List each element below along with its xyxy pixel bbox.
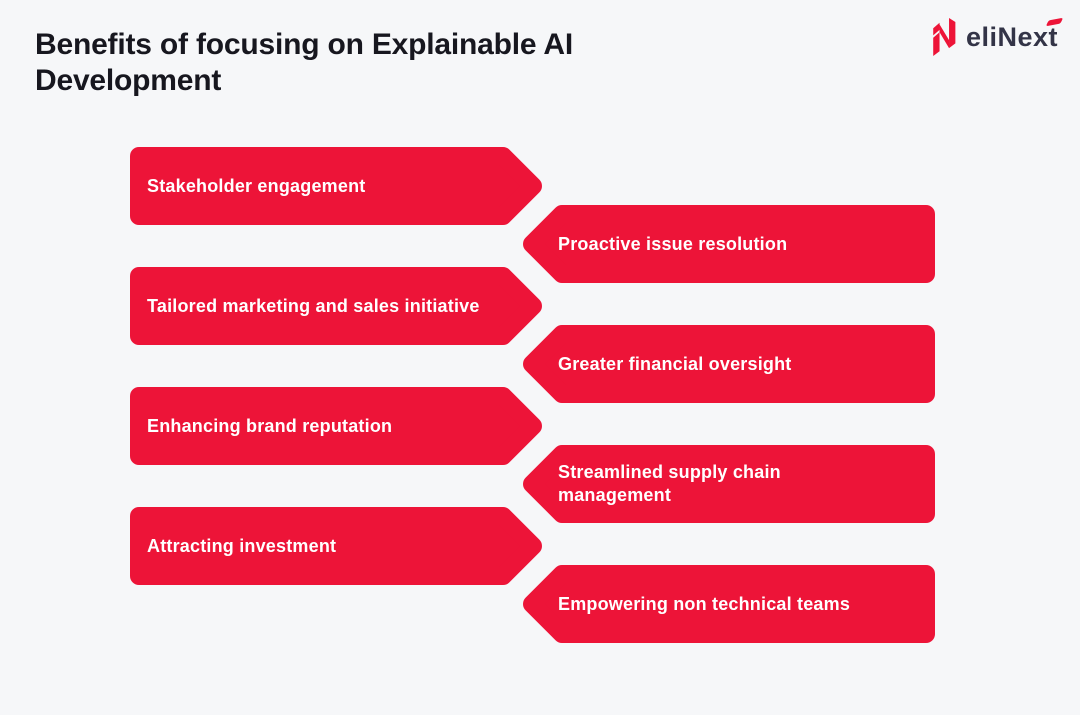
benefit-banner-brand-reputation: Enhancing brand reputation [130,387,542,465]
banner-label: Empowering non technical teams [558,593,851,614]
banner-label: Tailored marketing and sales initiative [147,295,480,316]
benefit-banner-proactive-issue-resolution: Proactive issue resolution [523,205,935,283]
banner-label: Attracting investment [147,535,337,556]
arrow-right-banner-shape [130,507,542,585]
banner-label: Streamlined supply chain management [558,462,781,505]
page-title: Benefits of focusing on Explainable AI D… [35,27,695,99]
benefit-banner-tailored-marketing: Tailored marketing and sales initiative [130,267,542,345]
banner-label: Proactive issue resolution [558,233,788,254]
page-title-line1: Benefits of focusing on Explainable AI [35,28,574,61]
benefit-banner-financial-oversight: Greater financial oversight [523,325,935,403]
benefit-banner-stakeholder-engagement: Stakeholder engagement [130,147,542,225]
elinext-logo-mark-icon [933,18,956,56]
benefit-banner-attracting-investment: Attracting investment [130,507,542,585]
elinext-wordmark-text: eliNext [965,21,1058,52]
banner-label: Stakeholder engagement [147,175,366,196]
arrow-left-banner-shape [523,325,935,403]
benefit-banner-supply-chain: Streamlined supply chain management [523,445,935,523]
page-title-line2: Development [35,64,222,97]
arrow-right-banner-shape [130,387,542,465]
banner-label: Greater financial oversight [558,353,792,374]
banner-label: Enhancing brand reputation [147,415,393,436]
elinext-wordmark-accent [1045,17,1064,26]
arrow-right-banner-shape [130,267,542,345]
arrow-left-banner-shape [523,565,935,643]
arrow-left-banner-shape [523,205,935,283]
elinext-wordmark: eliNext [965,17,1064,52]
arrow-left-banner-shape [523,445,935,523]
elinext-logo: eliNext [930,14,1064,60]
arrow-right-banner-shape [130,147,542,225]
benefit-banner-empowering-teams: Empowering non technical teams [523,565,935,643]
